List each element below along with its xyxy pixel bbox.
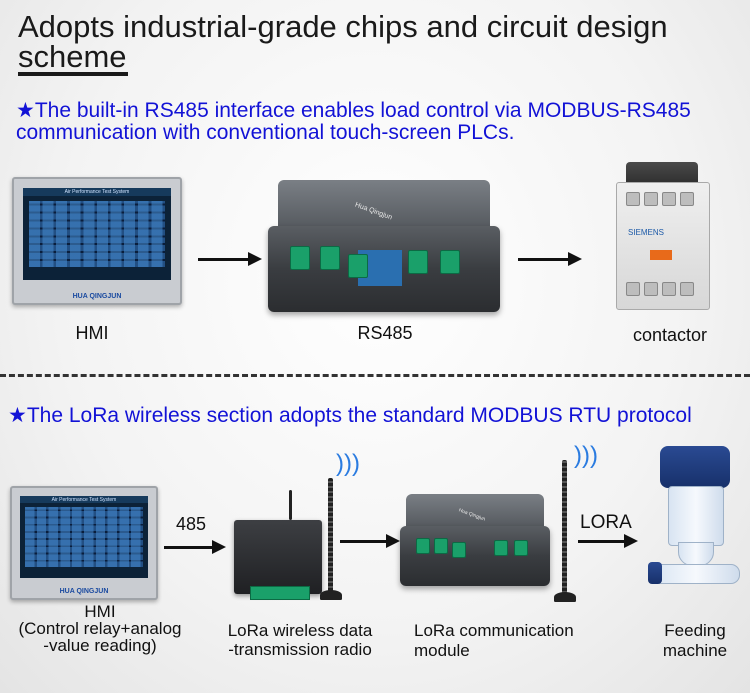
section1-intro: ★The built-in RS485 interface enables lo… (16, 99, 691, 144)
arrow-rs485-to-contactor (518, 258, 570, 261)
hmi-data-grid (28, 200, 166, 268)
arrow-module-to-feeder (578, 540, 626, 543)
terminal-block (348, 254, 368, 278)
label-feeder: Feeding machine (640, 621, 750, 661)
contactor-screw (680, 192, 694, 206)
label-feeder-line1: Feeding (664, 621, 726, 640)
hmi-brand-logo: HUA QINGJUN (72, 293, 122, 300)
contactor-screw (662, 282, 676, 296)
arrow-radio-to-module (340, 540, 388, 543)
label-module: LoRa communication module (406, 621, 606, 661)
hmi-title-bar (20, 496, 148, 504)
terminal-block (408, 250, 428, 274)
section2-intro: ★The LoRa wireless section adopts the st… (8, 404, 692, 427)
feeding-machine-image (642, 446, 746, 606)
wifi-signal-icon: ))) (574, 442, 598, 469)
feeder-motor (660, 446, 730, 488)
antenna (562, 460, 567, 596)
arrow-hmi-to-radio (164, 546, 214, 549)
label-radio: LoRa wireless data -transmission radio (208, 621, 392, 659)
section-divider (0, 374, 750, 377)
wifi-signal-icon: ))) (336, 450, 360, 477)
terminal-block (416, 538, 430, 554)
label-radio-line1: LoRa wireless data (227, 621, 373, 640)
arrow-head (386, 534, 400, 548)
radio-box (234, 520, 322, 594)
page-title: Adopts industrial-grade chips and circui… (18, 9, 668, 74)
hmi-data-grid (25, 507, 143, 567)
antenna-base (320, 590, 342, 600)
hmi-panel-image: Air Performance Test System HUA QINGJUN (10, 486, 158, 600)
label-module-line2: module (414, 641, 470, 660)
contactor-screw (626, 282, 640, 296)
feeder-hopper (668, 486, 724, 546)
lora-radio-image: ))) (228, 448, 364, 608)
label-hmi-line3: -value reading) (43, 636, 157, 655)
antenna-base (554, 592, 576, 602)
antenna (289, 490, 292, 520)
hmi-title-bar (23, 188, 171, 197)
label-hmi: HMI (75, 323, 109, 343)
arrow-head (568, 252, 582, 266)
label-module-line1: LoRa communication (414, 621, 574, 640)
label-hmi-line2: (Control relay+analog (18, 619, 182, 638)
arrow-head (248, 252, 262, 266)
arrow-hmi-to-rs485 (198, 258, 250, 261)
module-body (400, 526, 550, 586)
terminal-block (434, 538, 448, 554)
hmi-brand-logo: HUA QINGJUN (59, 588, 109, 595)
contactor-image: SIEMENS (612, 162, 712, 310)
terminal-block (452, 542, 466, 558)
hmi-screen-title: Air Performance Test System (64, 189, 130, 195)
contactor-screw (644, 282, 658, 296)
contactor-indicator (650, 250, 672, 260)
hmi-screen: Air Performance Test System (20, 496, 148, 578)
contactor-screw (662, 192, 676, 206)
feeder-funnel (678, 542, 714, 566)
terminal-block (320, 246, 340, 270)
arrow-head (212, 540, 226, 554)
arrow-485-label: 485 (176, 514, 207, 534)
terminal-block (514, 540, 528, 556)
terminal-block (290, 246, 310, 270)
terminal-block (440, 250, 460, 274)
label-rs485: RS485 (357, 323, 413, 343)
label-feeder-line2: machine (662, 641, 728, 660)
label-hmi-line1: HMI (84, 602, 116, 621)
rs485-module-image: Hua Qingjun (268, 180, 500, 312)
feeder-pipe (652, 564, 740, 584)
hmi-screen: Air Performance Test System (23, 188, 171, 280)
hmi-screen-title: Air Performance Test System (51, 497, 117, 503)
hmi-panel-image: Air Performance Test System HUA QINGJUN (12, 177, 182, 305)
contactor-screw (644, 192, 658, 206)
antenna (328, 478, 333, 596)
contactor-screw (626, 192, 640, 206)
arrow-head (624, 534, 638, 548)
radio-terminals (250, 586, 310, 600)
lora-module-image: Hua Qingjun (400, 494, 550, 588)
contactor-brand: SIEMENS (628, 228, 665, 237)
feeder-pipe-cap (648, 562, 662, 584)
label-hmi-2: HMI (Control relay+analog -value reading… (0, 603, 200, 654)
label-contactor: contactor (632, 325, 708, 345)
contactor-screw (680, 282, 694, 296)
arrow-lora-label: LORA (580, 512, 632, 533)
title-underline (18, 72, 128, 76)
label-radio-line2: -transmission radio (228, 640, 372, 659)
terminal-block (494, 540, 508, 556)
